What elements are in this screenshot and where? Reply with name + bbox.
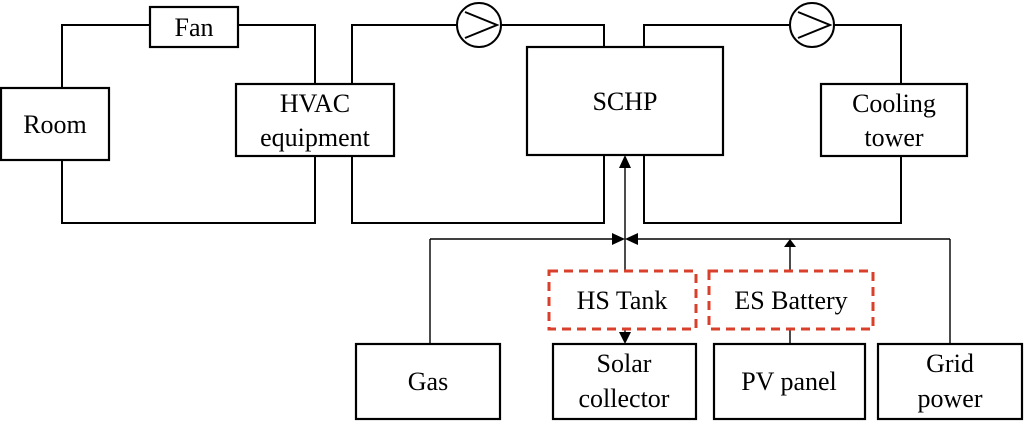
hvac-schp-loop-top <box>351 24 457 84</box>
schp-label: SCHP <box>592 87 657 116</box>
hvac-box <box>234 82 396 158</box>
room-label: Room <box>23 110 87 139</box>
pump-icon <box>789 2 835 48</box>
fan-loop-bottom <box>61 156 316 224</box>
arrowhead-up-to-schp <box>619 155 631 168</box>
solar-collector-label-line1: Solar <box>597 349 652 378</box>
hs-tank-label: HS Tank <box>577 286 668 315</box>
pump-icon <box>456 2 502 48</box>
arrowhead-left-to-junction <box>625 233 638 245</box>
arrowhead-right-to-junction <box>612 233 625 245</box>
schp-tower-loop-top <box>643 24 790 47</box>
es-battery-box <box>707 269 875 331</box>
cooling-tower-box <box>819 82 969 158</box>
gas-label: Gas <box>408 367 448 396</box>
solar-collector-box <box>551 342 698 421</box>
hvac-label-line1: HVAC <box>280 89 350 118</box>
grid-power-box <box>876 342 1024 421</box>
hs-tank-box <box>547 269 698 331</box>
schp-tower-loop-bottom <box>643 155 902 224</box>
hvac-schp-loop-top-right <box>501 24 605 47</box>
pv-panel-label: PV panel <box>741 367 837 396</box>
gas-box <box>354 342 502 421</box>
hvac-schp-loop-bottom <box>351 155 605 224</box>
grid-power-label-line1: Grid <box>926 349 974 378</box>
pv-panel-box <box>712 342 867 421</box>
fan-label: Fan <box>175 13 214 42</box>
arrowhead-down-to-bus <box>784 239 796 247</box>
room-box <box>0 86 111 162</box>
fan-loop-top-right <box>238 24 316 84</box>
cooling-tower-label-line1: Cooling <box>852 89 936 118</box>
fan-box <box>148 5 240 49</box>
cooling-tower-label-line2: tower <box>864 123 924 152</box>
arrowhead-down-to-collector <box>619 332 631 344</box>
fan-loop-top-left <box>61 24 150 88</box>
solar-collector-label-line2: collector <box>579 384 670 413</box>
hvac-label-line2: equipment <box>260 123 371 152</box>
es-battery-label: ES Battery <box>734 286 847 315</box>
grid-power-label-line2: power <box>918 384 983 413</box>
schp-tower-loop-top-right <box>834 24 902 84</box>
schp-box <box>525 45 725 157</box>
